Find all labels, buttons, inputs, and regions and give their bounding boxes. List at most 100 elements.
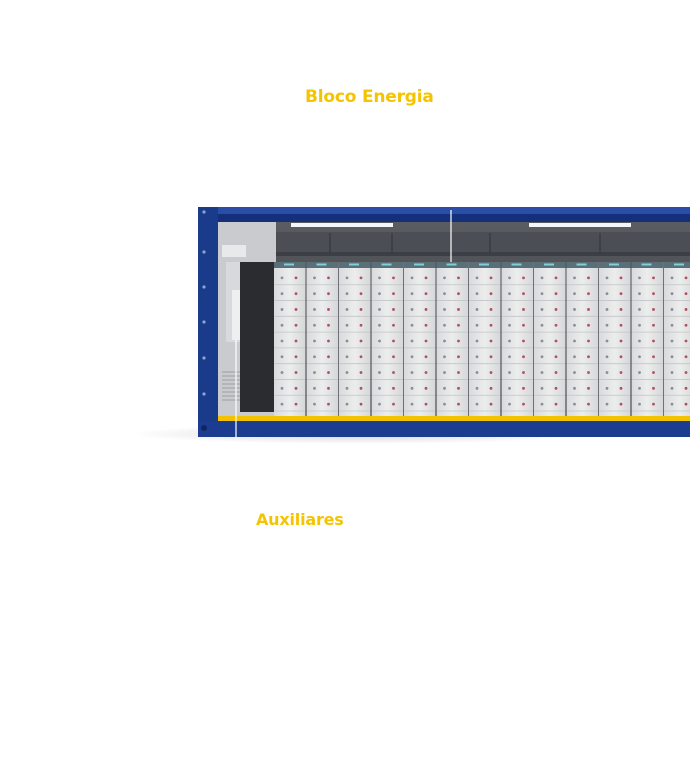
module-terminal bbox=[424, 371, 428, 374]
module-terminal bbox=[475, 323, 479, 327]
module-terminal bbox=[280, 386, 284, 390]
module-terminal bbox=[670, 339, 674, 343]
module-terminal bbox=[313, 371, 316, 374]
module-terminal bbox=[684, 402, 688, 406]
rack-indicator bbox=[576, 263, 587, 266]
module-terminal bbox=[327, 308, 330, 311]
module-terminal bbox=[345, 355, 349, 359]
module-terminal bbox=[670, 308, 674, 311]
module-terminal bbox=[652, 371, 655, 374]
module-terminal bbox=[605, 308, 609, 311]
module-terminal bbox=[378, 308, 381, 311]
module-terminal bbox=[605, 402, 609, 406]
module-terminal bbox=[294, 292, 298, 296]
module-terminal bbox=[378, 371, 381, 374]
module-terminal bbox=[313, 402, 316, 406]
module-terminal bbox=[294, 402, 298, 406]
module-terminal bbox=[359, 323, 363, 327]
rack-body bbox=[436, 262, 468, 416]
module-terminal bbox=[684, 292, 688, 296]
rack-indicator bbox=[511, 263, 522, 266]
auxiliares-label: Auxiliares bbox=[256, 510, 344, 529]
module-terminal bbox=[619, 292, 623, 296]
module-terminal bbox=[652, 339, 655, 343]
module-terminal bbox=[392, 386, 395, 390]
ceiling-light-2 bbox=[529, 223, 631, 227]
module-terminal bbox=[280, 339, 284, 343]
module-terminal bbox=[540, 323, 544, 327]
module-terminal bbox=[587, 292, 590, 296]
module-terminal bbox=[670, 323, 674, 327]
module-terminal bbox=[605, 276, 609, 280]
module-terminal bbox=[475, 339, 479, 343]
rack-body bbox=[664, 262, 690, 416]
module-terminal bbox=[684, 386, 688, 390]
module-terminal bbox=[670, 402, 674, 406]
module-terminal bbox=[313, 292, 316, 296]
module-terminal bbox=[619, 339, 623, 343]
module-terminal bbox=[392, 292, 395, 296]
battery-rack-column bbox=[534, 262, 566, 416]
battery-rack-column bbox=[664, 262, 690, 416]
rack-body bbox=[566, 262, 598, 416]
module-terminal bbox=[443, 355, 446, 359]
module-terminal bbox=[378, 276, 381, 280]
rack-body bbox=[371, 262, 403, 416]
module-terminal bbox=[684, 308, 688, 311]
rack-body bbox=[306, 262, 338, 416]
module-terminal bbox=[489, 339, 493, 343]
module-terminal bbox=[345, 323, 349, 327]
battery-rack-column bbox=[631, 262, 664, 416]
module-terminal bbox=[508, 402, 511, 406]
module-terminal bbox=[638, 276, 641, 280]
module-terminal bbox=[392, 402, 395, 406]
rack-indicator bbox=[609, 263, 619, 266]
module-terminal bbox=[554, 371, 558, 374]
module-terminal bbox=[345, 371, 349, 374]
module-terminal bbox=[522, 276, 525, 280]
module-terminal bbox=[378, 402, 381, 406]
rack-indicator bbox=[446, 263, 457, 266]
module-terminal bbox=[280, 402, 284, 406]
module-terminal bbox=[280, 323, 284, 327]
module-terminal bbox=[294, 386, 298, 390]
module-terminal bbox=[359, 386, 363, 390]
module-terminal bbox=[424, 386, 428, 390]
module-terminal bbox=[345, 276, 349, 280]
module-terminal bbox=[280, 308, 284, 311]
module-terminal bbox=[359, 371, 363, 374]
module-terminal bbox=[540, 371, 544, 374]
module-terminal bbox=[522, 355, 525, 359]
rack-indicator bbox=[479, 263, 489, 266]
ceiling-light-1 bbox=[291, 223, 393, 227]
module-terminal bbox=[327, 276, 330, 280]
module-terminal bbox=[359, 339, 363, 343]
battery-rack-column bbox=[404, 262, 436, 416]
rack-body bbox=[631, 262, 663, 416]
module-terminal bbox=[638, 371, 641, 374]
module-terminal bbox=[475, 292, 479, 296]
module-terminal bbox=[587, 339, 590, 343]
module-terminal bbox=[294, 276, 298, 280]
module-terminal bbox=[327, 386, 330, 390]
module-terminal bbox=[638, 323, 641, 327]
module-terminal bbox=[540, 386, 544, 390]
module-terminal bbox=[443, 402, 446, 406]
module-terminal bbox=[684, 323, 688, 327]
module-terminal bbox=[327, 292, 330, 296]
module-terminal bbox=[457, 292, 460, 296]
module-terminal bbox=[619, 323, 623, 327]
module-terminal bbox=[294, 323, 298, 327]
module-terminal bbox=[313, 323, 316, 327]
module-terminal bbox=[280, 371, 284, 374]
container-floor-strip bbox=[218, 416, 690, 421]
module-terminal bbox=[327, 402, 330, 406]
module-terminal bbox=[457, 402, 460, 406]
module-terminal bbox=[573, 323, 576, 327]
module-terminal bbox=[573, 355, 576, 359]
module-terminal bbox=[280, 355, 284, 359]
module-terminal bbox=[378, 339, 381, 343]
rack-body bbox=[534, 262, 566, 416]
container-base bbox=[198, 421, 690, 437]
module-terminal bbox=[554, 292, 558, 296]
